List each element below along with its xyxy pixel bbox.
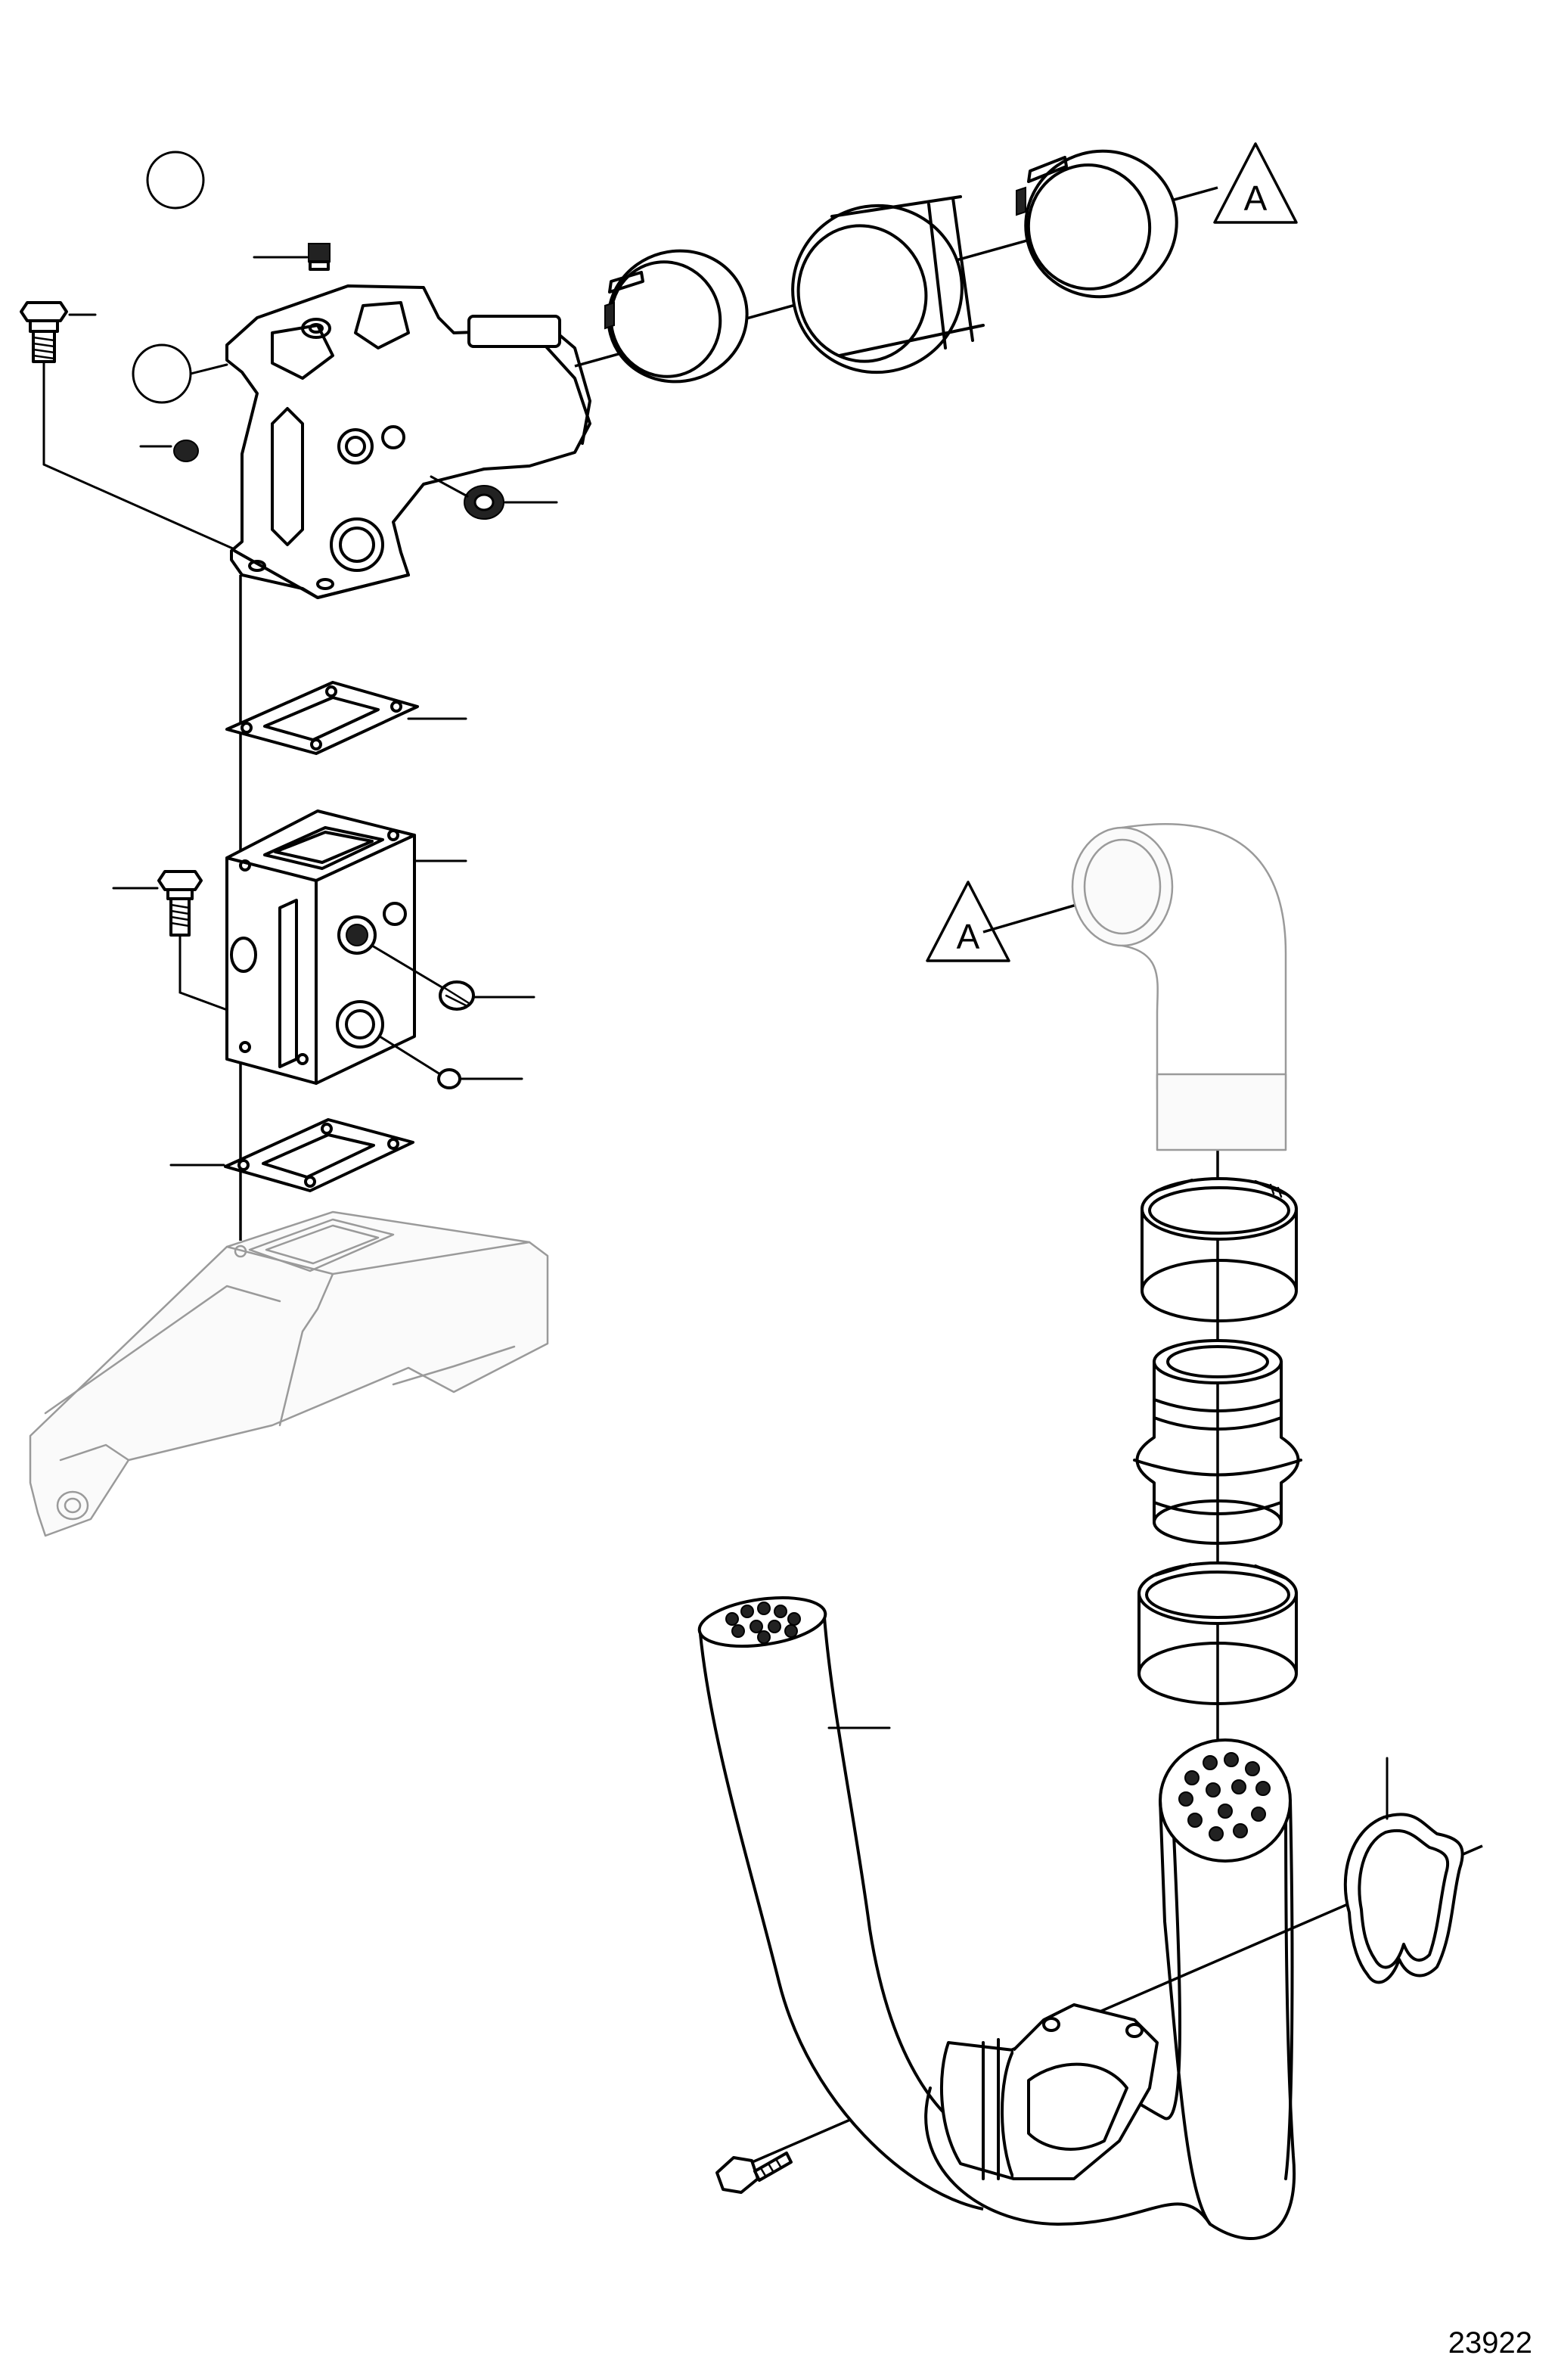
leader-riser-plug-lower-in [378,1035,442,1076]
exhaust-elbow-housing [225,284,591,599]
leader-elbow-side-plug [430,475,469,498]
bellows-hose [1133,1339,1302,1545]
rubber-elbow-reference [1071,823,1287,1151]
exhaust-riser [225,809,416,1085]
hose-clamp-vertical-lower [1137,1561,1298,1705]
callout-circle-elbow [132,343,192,404]
exhaust-u-pipe [697,1596,1296,2241]
callout-circle-top [146,151,205,210]
u-pipe-outlet-holes-left [725,1602,801,1644]
hose-clamp-top-right [1016,149,1178,299]
connecting-hose-top [791,195,985,374]
reference-label-bottom: A [957,917,980,956]
exhaust-manifold-reference [29,1210,549,1537]
pipe-mounting-flange [939,2003,1159,2180]
reference-marker-a-bottom: A [926,881,1010,962]
drawing-number: 23922 [1448,2326,1532,2360]
plug-top [308,243,331,271]
reference-label-top: A [1244,179,1268,218]
pipe-gasket [1343,1813,1464,1984]
u-pipe-inlet-holes-right [1178,1752,1271,1841]
flange-bolt-middle [157,870,203,937]
mounting-bolt-bottom [715,2152,793,2194]
leader-riser-plug-upper-in [371,944,445,990]
bolt-leader-left-top-run [42,463,236,551]
plug-left [173,440,199,462]
riser-plug-upper [439,980,475,1011]
callout-leader-elbow [189,363,228,375]
reference-marker-a-top: A [1213,142,1298,224]
flange-bolt-top [20,301,68,363]
riser-plug-lower [437,1068,461,1089]
hose-clamp-top-left [604,249,749,384]
elbow-side-plug [464,485,504,520]
bolt-leader-middle [178,934,239,1015]
hose-clamp-vertical-upper [1141,1177,1298,1322]
gasket-upper [225,681,419,755]
gasket-lower [224,1118,414,1192]
